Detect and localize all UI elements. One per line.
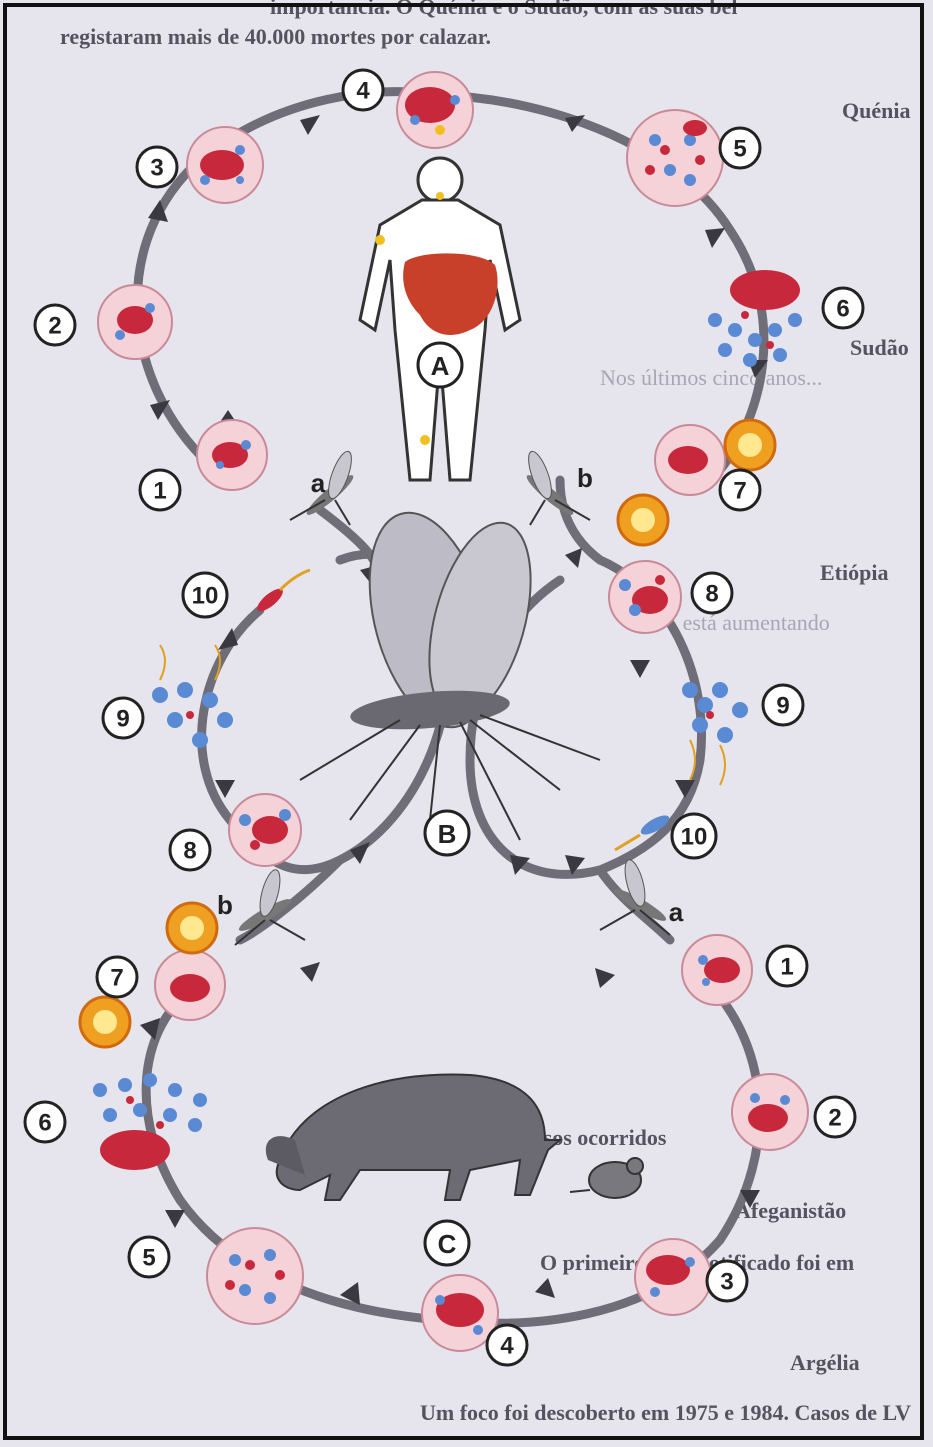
arrow-c1: [300, 962, 320, 982]
badge-b9-left: 9: [103, 698, 143, 738]
label-b: B: [438, 819, 457, 849]
svg-text:9: 9: [776, 693, 789, 720]
svg-text:5: 5: [142, 1245, 155, 1272]
cell-c5: [207, 1228, 303, 1324]
arrow-a4: [300, 115, 320, 135]
badge-b9-right: 9: [763, 685, 803, 725]
badge-b10-left: 10: [183, 573, 227, 617]
svg-text:4: 4: [356, 78, 370, 105]
badge-c3: 3: [707, 1261, 747, 1301]
svg-text:8: 8: [705, 581, 718, 608]
badge-a6: 6: [823, 288, 863, 328]
cell-b9-left: [152, 645, 233, 748]
badge-c7: 7: [97, 957, 137, 997]
badge-c4: 4: [487, 1325, 527, 1365]
mosquito-icon: B: [300, 500, 600, 855]
arrow-c6: [165, 1210, 185, 1228]
arrow-b2: [630, 660, 650, 678]
cell-a1: [197, 420, 267, 490]
arrow-c2: [595, 968, 615, 988]
label-c: C: [438, 1229, 457, 1259]
badge-b8-left: 8: [170, 830, 210, 870]
cell-c3: [635, 1239, 711, 1315]
label-a-bottom: a: [669, 897, 684, 927]
badge-c6: 6: [25, 1102, 65, 1142]
bg-heading-quenia: Quénia: [842, 98, 910, 123]
badge-b10-right: 10: [672, 814, 716, 858]
bg-heading-sudao: Sudão: [850, 335, 909, 360]
svg-text:2: 2: [828, 1105, 841, 1132]
bg-heading-etiopia: Etiópia: [820, 560, 888, 585]
bg-top-line-1: importancia. O Quénia e o Sudão, com as …: [270, 0, 738, 19]
cell-c1: [682, 935, 752, 1005]
label-b-top: b: [577, 463, 593, 493]
svg-text:1: 1: [780, 954, 793, 981]
bg-line-sudao-1: Nos últimos cinco anos...: [600, 365, 822, 390]
badge-a2: 2: [35, 305, 75, 345]
badge-c1: 1: [767, 946, 807, 986]
bg-line-argelia-1: Um foco foi descoberto em 1975 e 1984. C…: [420, 1400, 911, 1425]
arrow-b1: [565, 548, 582, 568]
svg-text:4: 4: [500, 1333, 514, 1360]
cell-b8-right: [609, 561, 681, 633]
badge-c5: 5: [129, 1237, 169, 1277]
human-body-icon: A: [360, 158, 520, 480]
badge-a7: 7: [720, 470, 760, 510]
svg-text:3: 3: [150, 155, 163, 182]
svg-text:9: 9: [116, 706, 129, 733]
cell-b9-right: [682, 682, 748, 785]
svg-text:10: 10: [681, 824, 708, 851]
label-b-bottom: b: [217, 890, 233, 920]
svg-text:2: 2: [48, 313, 61, 340]
cell-c2: [732, 1074, 808, 1150]
cell-a3: [187, 127, 263, 203]
cell-b8-left: [229, 794, 301, 866]
svg-text:1: 1: [153, 478, 166, 505]
arrow-c4: [535, 1278, 555, 1298]
arrow-a6: [705, 228, 725, 248]
badge-a4: 4: [343, 70, 383, 110]
bg-heading-argelia: Argélia: [790, 1350, 860, 1375]
svg-text:6: 6: [38, 1110, 51, 1137]
cell-a6: [708, 270, 802, 367]
badge-c2: 2: [815, 1097, 855, 1137]
parasite-dot-icon: [375, 235, 385, 245]
badge-a3: 3: [137, 147, 177, 187]
rodent-icon: [570, 1158, 643, 1198]
badge-b8-right: 8: [692, 573, 732, 613]
badge-a5: 5: [720, 128, 760, 168]
svg-text:10: 10: [192, 583, 219, 610]
dog-icon: [266, 1074, 560, 1200]
cell-b10-left: [254, 570, 310, 615]
badge-a1: 1: [140, 470, 180, 510]
svg-text:5: 5: [733, 136, 746, 163]
label-a-top: a: [311, 468, 326, 498]
svg-text:8: 8: [183, 838, 196, 865]
svg-text:3: 3: [720, 1269, 733, 1296]
svg-text:7: 7: [110, 965, 123, 992]
bg-top-line-2: registaram mais de 40.000 mortes por cal…: [60, 24, 491, 49]
cell-a2: [98, 285, 172, 359]
svg-text:7: 7: [733, 478, 746, 505]
cell-a5: [627, 110, 723, 206]
cell-a4: [397, 72, 473, 148]
svg-text:6: 6: [836, 296, 849, 323]
label-a: A: [431, 351, 450, 381]
